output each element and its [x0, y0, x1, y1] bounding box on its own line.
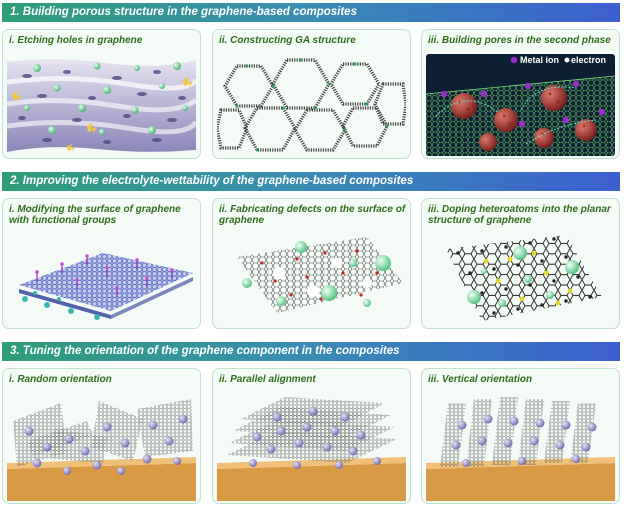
panel-second-phase-pores: iii. Building pores in the second phase	[421, 29, 620, 159]
panel-title: iii. Building pores in the second phase	[428, 35, 611, 46]
graphene-aerogel-illustration	[217, 58, 406, 152]
functionalized-graphene-illustration	[19, 253, 193, 320]
electron-legend-label: electron	[571, 55, 606, 65]
panel-etching-holes: i. Etching holes in graphene	[2, 29, 201, 159]
vertical-orientation-illustration	[426, 397, 615, 501]
porous-second-phase-illustration: Metal ion electron	[426, 54, 615, 156]
panel-title: i. Modifying the surface of graphene wit…	[9, 204, 181, 226]
panel-ga-structure: ii. Constructing GA structure	[212, 29, 411, 159]
panel-random-orientation: i. Random orientation	[2, 368, 201, 504]
panel-title: ii. Constructing GA structure	[219, 35, 356, 46]
panel-parallel-alignment: ii. Parallel alignment	[212, 368, 411, 504]
doped-graphene-illustration	[446, 235, 602, 321]
panel-title: iii. Vertical orientation	[428, 374, 533, 385]
random-orientation-illustration	[7, 399, 196, 501]
panel-heteroatom-doping: iii. Doping heteroatoms into the planar …	[421, 198, 620, 329]
panel-title: i. Etching holes in graphene	[9, 35, 143, 46]
section-1-header: 1. Building porous structure in the grap…	[2, 3, 620, 22]
panel-title: ii. Parallel alignment	[219, 374, 316, 385]
section-2-header: 2. Improving the electrolyte-wettability…	[2, 172, 620, 191]
panel-title: ii. Fabricating defects on the surface o…	[219, 204, 406, 226]
defective-graphene-illustration	[237, 237, 403, 313]
etched-graphene-illustration	[7, 59, 196, 153]
parallel-alignment-illustration	[217, 397, 406, 501]
panel-title: iii. Doping heteroatoms into the planar …	[428, 204, 611, 226]
panel-functional-groups: i. Modifying the surface of graphene wit…	[2, 198, 201, 329]
panel-surface-defects: ii. Fabricating defects on the surface o…	[212, 198, 411, 329]
section-3-header: 3. Tuning the orientation of the graphen…	[2, 342, 620, 361]
panel-vertical-orientation: iii. Vertical orientation	[421, 368, 620, 504]
panel-title: i. Random orientation	[9, 374, 112, 385]
metal-ion-legend-label: Metal ion	[520, 55, 559, 65]
